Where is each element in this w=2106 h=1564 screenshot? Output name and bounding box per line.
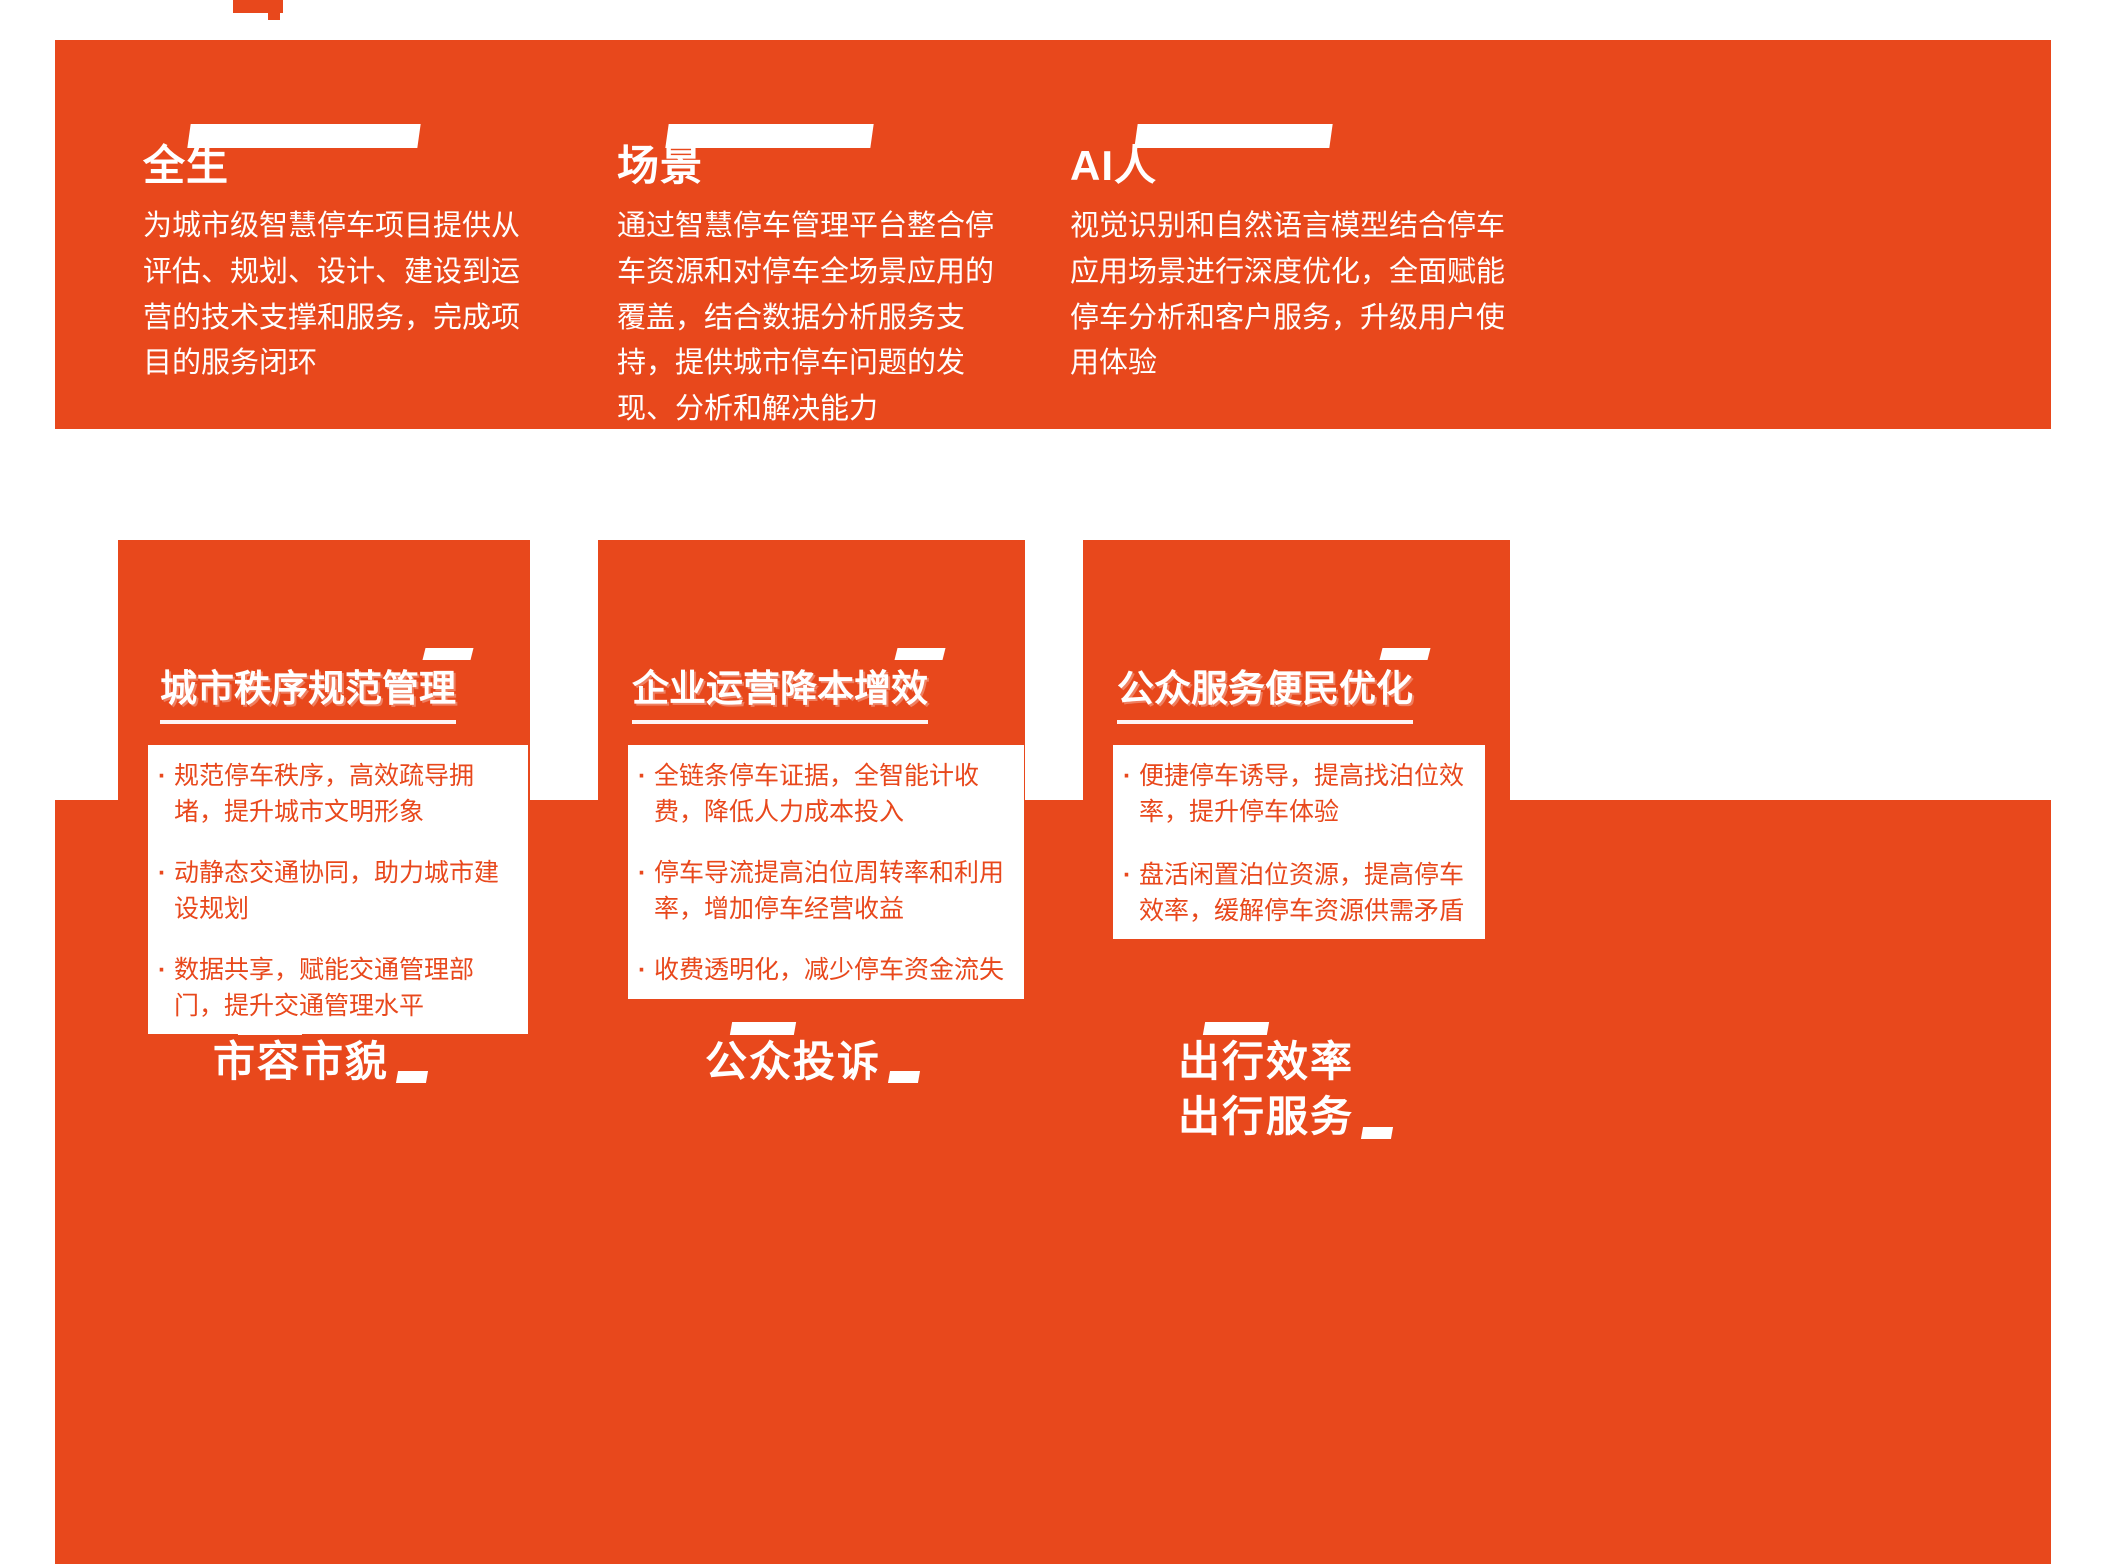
bullet-item: 全链条停车证据，全智能计收费，降低人力成本投入: [638, 759, 1014, 830]
glitch-artifact: [665, 124, 874, 148]
footer-label: 出行效率: [1178, 1038, 1355, 1085]
bullet-item: 数据共享，赋能交通管理部门，提升交通管理水平: [158, 953, 518, 1024]
banner-column-ai: AI人 视觉识别和自然语言模型结合停车应用场景进行深度优化，全面赋能停车分析和客…: [1070, 124, 1528, 387]
bullet-item: 规范停车秩序，高效疏导拥堵，提升城市文明形象: [158, 759, 518, 830]
card-title: 城市秩序规范管理: [160, 658, 456, 724]
card-footer: 市容市貌: [213, 1034, 389, 1089]
glitch-artifact: [268, 0, 280, 20]
benefit-card-city-order: 城市秩序规范管理 规范停车秩序，高效疏导拥堵，提升城市文明形象 动静态交通协同，…: [118, 540, 530, 1085]
banner-column-title-text: AI人: [1070, 142, 1158, 189]
banner-column-scenario: 场景 通过智慧停车管理平台整合停车资源和对停车全场景应用的覆盖，结合数据分析服务…: [617, 124, 1009, 433]
banner-column-title: AI人: [1070, 124, 1528, 190]
card-footer: 出行效率 出行服务: [1178, 1034, 1354, 1145]
glitch-artifact: [1134, 124, 1333, 148]
card-bullet-box: 便捷停车诱导，提高找泊位效率，提升停车体验 盘活闲置泊位资源，提高停车效率，缓解…: [1113, 745, 1485, 939]
bullet-item: 停车导流提高泊位周转率和利用率，增加停车经营收益: [638, 856, 1014, 927]
card-bullet-box: 规范停车秩序，高效疏导拥堵，提升城市文明形象 动静态交通协同，助力城市建设规划 …: [148, 745, 528, 1034]
footer-label: 市容市貌: [213, 1038, 390, 1085]
glitch-artifact: [187, 124, 421, 148]
banner-column-title-text: 全生: [143, 142, 230, 189]
card-title-text: 城市秩序规范管理: [160, 668, 456, 709]
banner-column-body: 为城市级智慧停车项目提供从评估、规划、设计、建设到运营的技术支撑和服务，完成项目…: [143, 210, 521, 380]
banner-column-title-text: 场景: [617, 142, 704, 189]
benefit-card-public-service: 公众服务便民优化 便捷停车诱导，提高找泊位效率，提升停车体验 盘活闲置泊位资源，…: [1083, 540, 1510, 1140]
card-title-text: 公众服务便民优化: [1117, 668, 1413, 709]
card-title-text: 企业运营降本增效: [632, 668, 928, 709]
card-bullet-box: 全链条停车证据，全智能计收费，降低人力成本投入 停车导流提高泊位周转率和利用率，…: [628, 745, 1024, 999]
bullet-item: 盘活闲置泊位资源，提高停车效率，缓解停车资源供需矛盾: [1123, 858, 1475, 929]
bullet-item: 动静态交通协同，助力城市建设规划: [158, 856, 518, 927]
card-title: 公众服务便民优化: [1117, 658, 1413, 724]
footer-label: 出行服务: [1178, 1093, 1355, 1141]
card-footer: 公众投诉: [705, 1034, 881, 1089]
banner-column-lifecycle: 全生 为城市级智慧停车项目提供从评估、规划、设计、建设到运营的技术支撑和服务，完…: [143, 124, 535, 387]
top-banner: 全生 为城市级智慧停车项目提供从评估、规划、设计、建设到运营的技术支撑和服务，完…: [55, 40, 2051, 429]
benefit-card-enterprise: 企业运营降本增效 全链条停车证据，全智能计收费，降低人力成本投入 停车导流提高泊…: [598, 540, 1025, 1085]
footer-label: 公众投诉: [705, 1038, 882, 1085]
banner-column-body: 视觉识别和自然语言模型结合停车应用场景进行深度优化，全面赋能停车分析和客户服务，…: [1070, 210, 1506, 380]
banner-column-title: 全生: [143, 124, 535, 190]
banner-column-title: 场景: [617, 124, 1009, 190]
bullet-item: 便捷停车诱导，提高找泊位效率，提升停车体验: [1123, 759, 1475, 830]
banner-column-body: 通过智慧停车管理平台整合停车资源和对停车全场景应用的覆盖，结合数据分析服务支持，…: [617, 210, 995, 426]
bullet-item: 收费透明化，减少停车资金流失: [638, 953, 1014, 989]
card-title: 企业运营降本增效: [632, 658, 928, 724]
